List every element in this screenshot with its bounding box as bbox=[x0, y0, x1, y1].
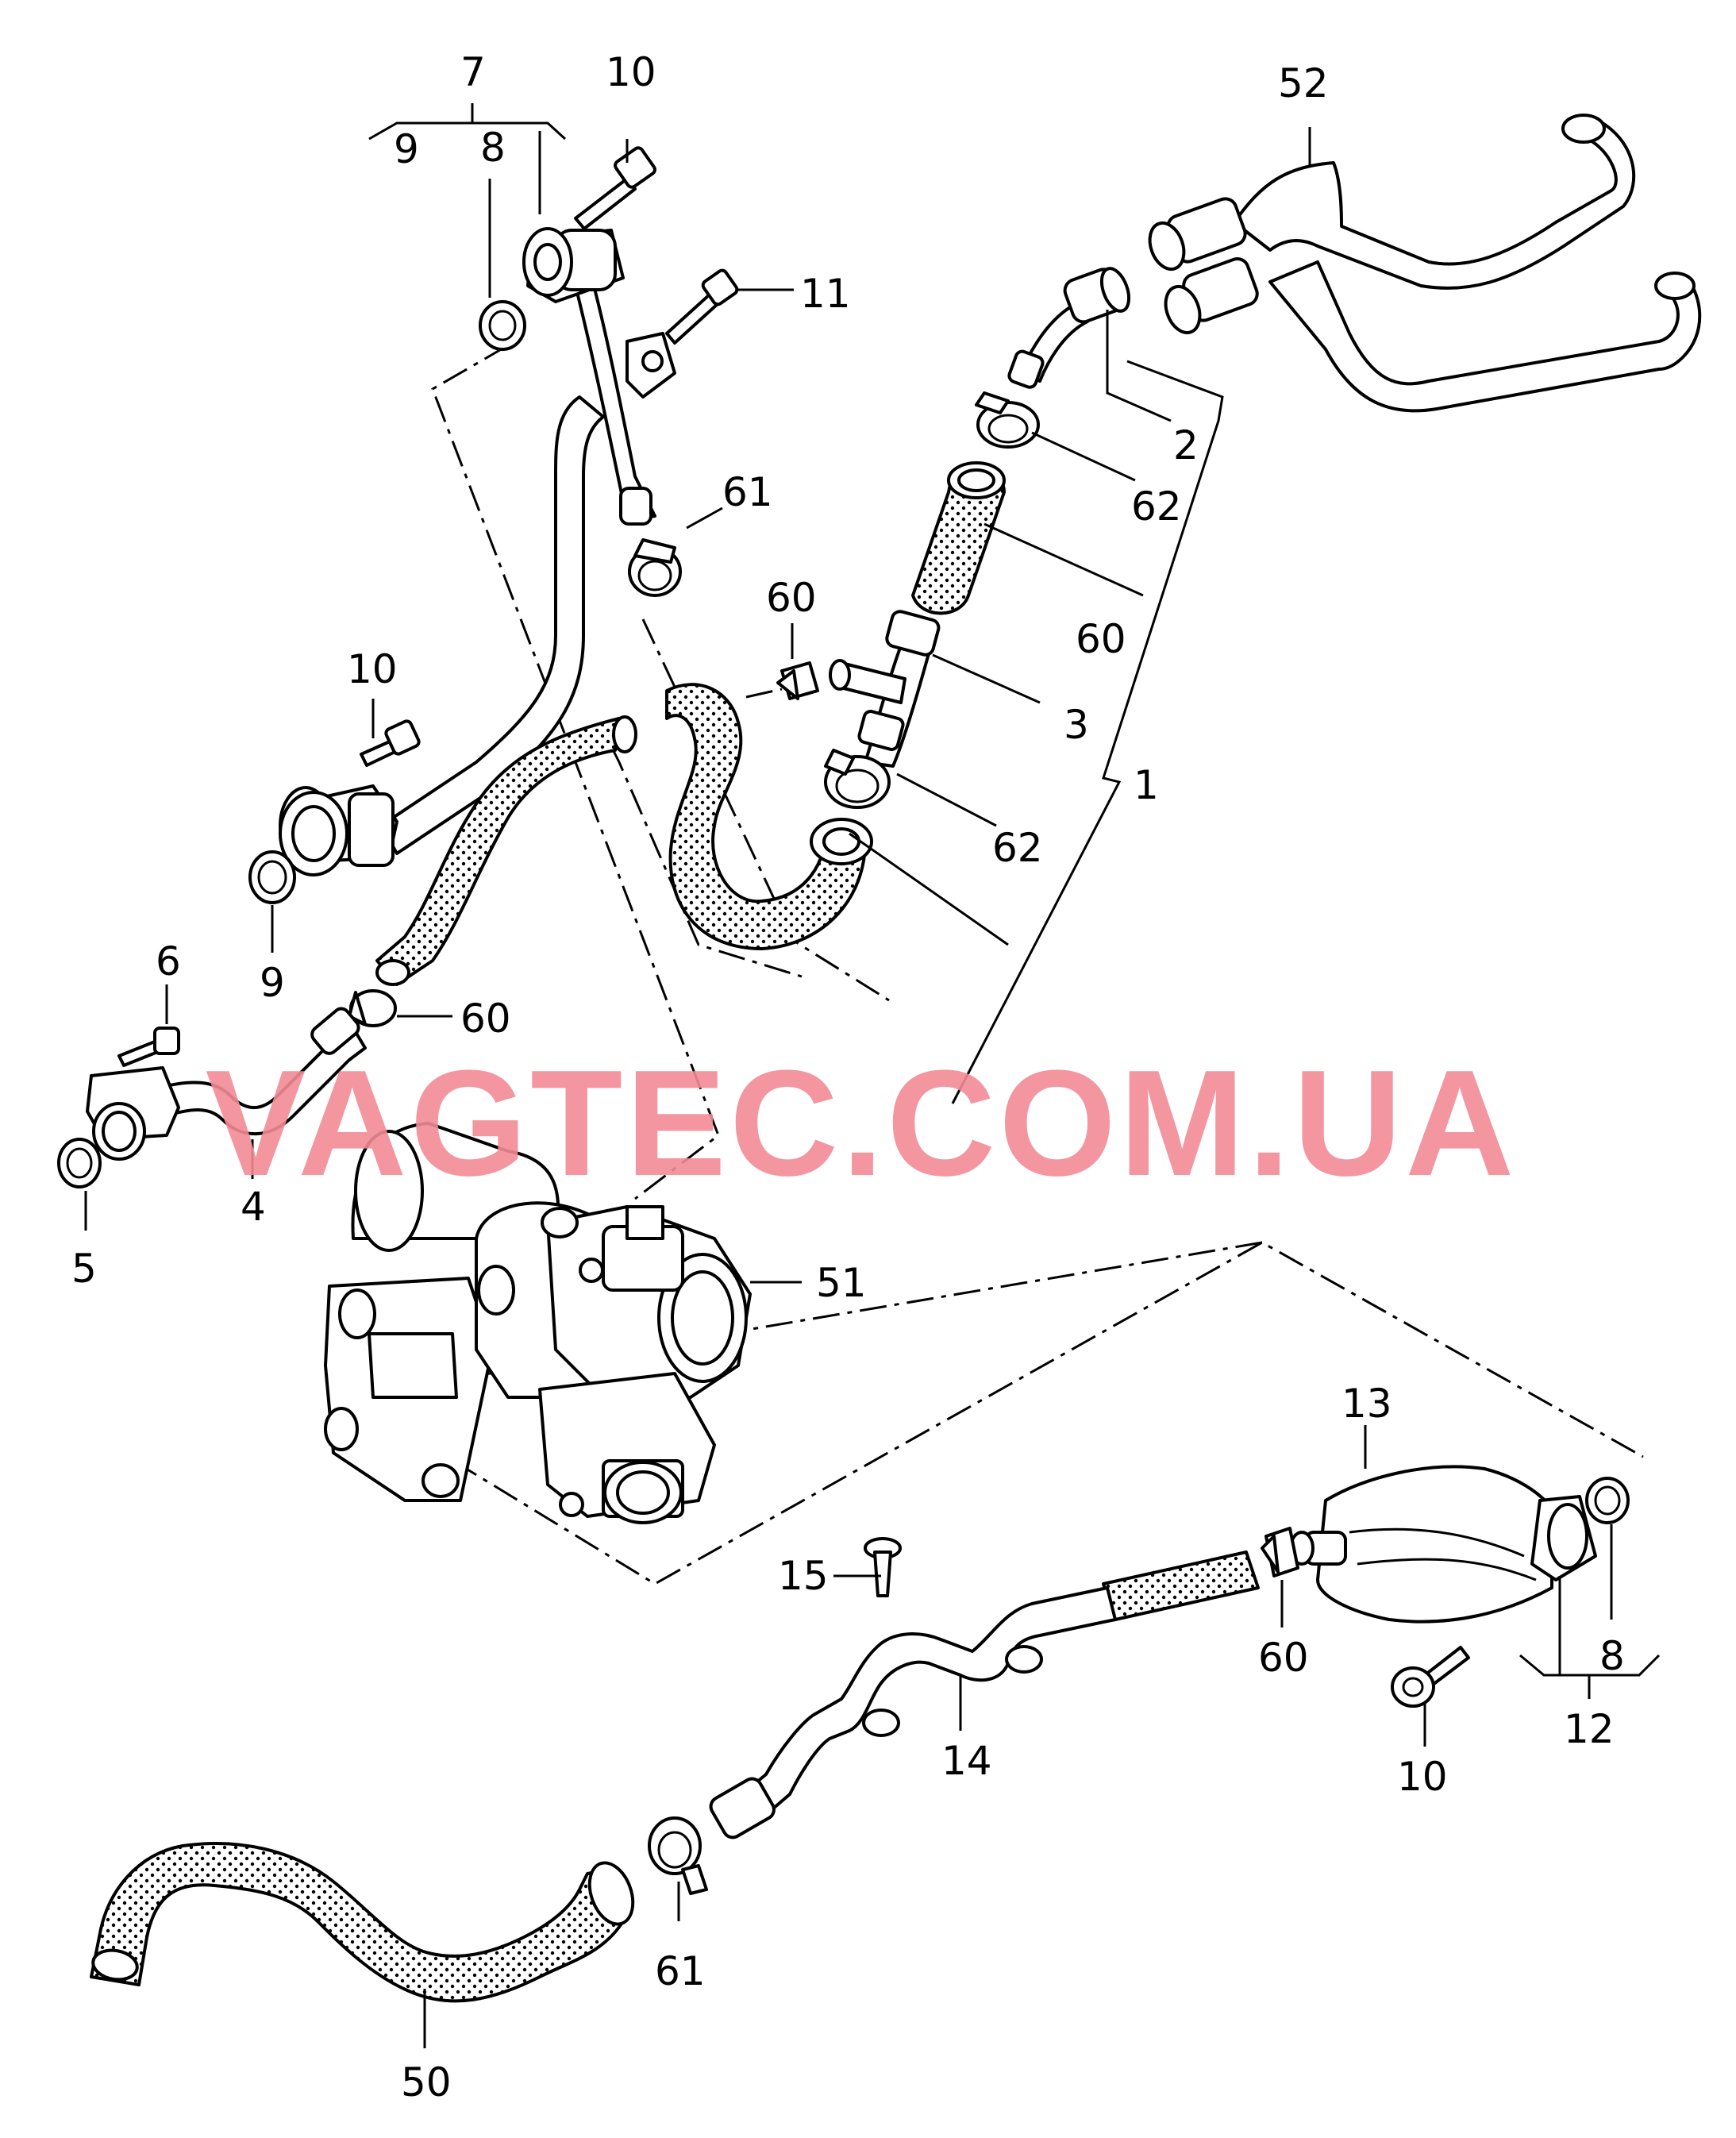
hose-clamp-61-upper bbox=[628, 538, 682, 597]
hose-left-end bbox=[612, 715, 637, 753]
hose-clamp-60-center bbox=[776, 661, 819, 700]
connector-pipe-2 bbox=[1007, 267, 1131, 389]
hose-left bbox=[375, 717, 629, 986]
bolt-6 bbox=[117, 1027, 180, 1067]
hose-clamp-62-upper bbox=[975, 391, 1040, 449]
callout-2: 2 bbox=[1173, 422, 1199, 468]
bolt-10-upper bbox=[574, 146, 656, 230]
u-hose-center bbox=[665, 683, 867, 950]
callout-62-lower: 62 bbox=[992, 825, 1043, 871]
callout-50: 50 bbox=[401, 2059, 452, 2105]
callout-8-upper: 8 bbox=[480, 125, 506, 171]
callout-60-center: 60 bbox=[766, 575, 817, 621]
callout-12: 12 bbox=[1564, 1706, 1615, 1752]
bolt-10-left bbox=[360, 719, 421, 767]
callout-9-lower: 9 bbox=[260, 960, 285, 1006]
callout-10-upper: 10 bbox=[606, 49, 656, 95]
callout-1: 1 bbox=[1134, 762, 1159, 808]
callout-61-upper: 61 bbox=[722, 469, 773, 515]
bolt-11 bbox=[665, 268, 739, 345]
callout-60-left: 60 bbox=[460, 996, 511, 1042]
callout-7: 7 bbox=[460, 49, 486, 95]
watermark: VAGTEC.COM.UA bbox=[206, 1039, 1518, 1208]
callout-51: 51 bbox=[816, 1260, 867, 1306]
callout-labels: 1 2 3 4 5 6 7 8 8 9 9 10 10 10 11 12 13 … bbox=[71, 49, 1625, 2105]
callout-14: 14 bbox=[941, 1738, 992, 1784]
callout-13: 13 bbox=[1341, 1381, 1392, 1427]
turbocharger bbox=[324, 1122, 752, 1524]
callout-9-upper: 9 bbox=[394, 126, 419, 172]
coolant-pipe-13 bbox=[1289, 1465, 1597, 1624]
callout-4: 4 bbox=[241, 1184, 266, 1230]
hose-clamp-60-left bbox=[348, 989, 397, 1027]
hose-clamp-61-lower bbox=[648, 1816, 708, 1895]
callout-10-left: 10 bbox=[347, 646, 398, 692]
callout-10-lower: 10 bbox=[1397, 1754, 1448, 1800]
coolant-pipe-7 bbox=[522, 227, 676, 526]
coolant-hose-50 bbox=[90, 1842, 630, 2003]
callout-11: 11 bbox=[800, 271, 851, 317]
callout-8-lower: 8 bbox=[1599, 1633, 1625, 1679]
bolt-10-lower bbox=[1391, 1646, 1470, 1708]
leader-lines bbox=[84, 103, 1661, 2048]
short-hose-lower bbox=[1102, 1551, 1260, 1621]
t-piece-3 bbox=[829, 610, 941, 768]
callout-60-right: 60 bbox=[1076, 616, 1126, 662]
callout-5: 5 bbox=[71, 1246, 97, 1292]
callout-61-lower: 61 bbox=[655, 1948, 706, 1994]
screw-15 bbox=[864, 1537, 902, 1597]
callout-6: 6 bbox=[156, 938, 181, 984]
coolant-pipe-14 bbox=[709, 1586, 1117, 1839]
callout-60-lower: 60 bbox=[1258, 1635, 1309, 1681]
coolant-pipe-4 bbox=[86, 1007, 367, 1161]
hose-clamp-62-lower bbox=[824, 749, 891, 809]
coolant-pipe-left bbox=[279, 395, 605, 876]
callout-62-upper: 62 bbox=[1131, 483, 1182, 530]
callout-52: 52 bbox=[1278, 60, 1329, 106]
callout-3: 3 bbox=[1064, 702, 1089, 748]
callout-15: 15 bbox=[778, 1553, 829, 1599]
coolant-line-52 bbox=[1148, 114, 1702, 413]
hose-clamp-60-lower bbox=[1261, 1527, 1299, 1577]
